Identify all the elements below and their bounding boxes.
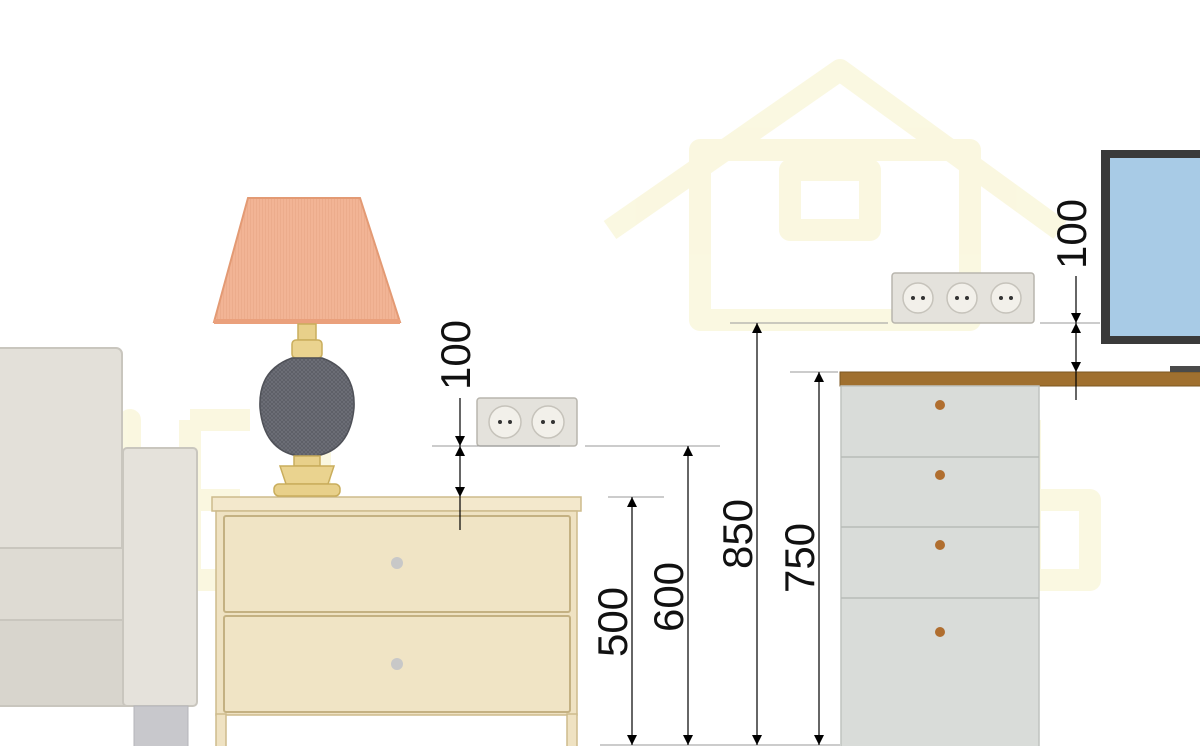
drawer-knob — [391, 557, 403, 569]
drawer-knob — [391, 658, 403, 670]
table-lamp — [212, 197, 402, 497]
nightstand-double-socket — [476, 397, 578, 447]
outlet — [488, 405, 522, 439]
desk-triple-socket — [891, 272, 1035, 324]
drawer-knob — [935, 470, 945, 480]
dim-nightstand-height: 500 — [589, 587, 636, 657]
outlet — [902, 282, 934, 314]
drawer-knob — [935, 540, 945, 550]
outlet — [531, 405, 565, 439]
nightstand — [211, 496, 582, 746]
dim-nightstand-socket-height: 600 — [645, 562, 692, 632]
dim-desk-socket-height: 850 — [714, 499, 761, 569]
dimension-labels: 100 500 600 850 750 100 — [432, 199, 1095, 657]
outlet — [946, 282, 978, 314]
dim-desk-height: 750 — [776, 523, 823, 593]
armchair — [0, 347, 198, 746]
outlet — [990, 282, 1022, 314]
tv-monitor — [1101, 150, 1200, 372]
dim-desk-socket-gap: 100 — [1048, 199, 1095, 269]
drawer-knob — [935, 627, 945, 637]
dimension-lines — [455, 276, 1081, 745]
desk — [839, 371, 1200, 746]
dim-nightstand-socket-gap: 100 — [432, 320, 479, 390]
drawer-knob — [935, 400, 945, 410]
